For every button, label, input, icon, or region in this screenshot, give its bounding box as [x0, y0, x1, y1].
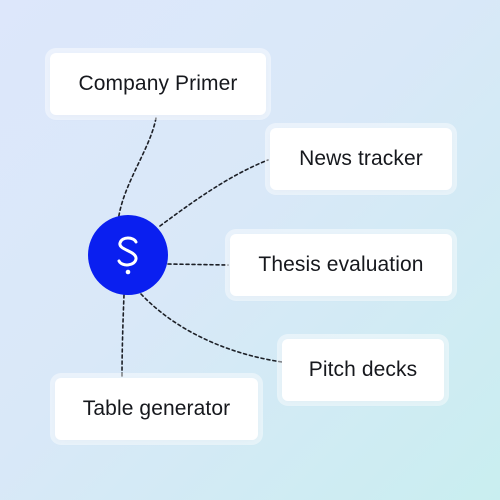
connector-table-generator [121, 294, 125, 377]
node-company-primer[interactable]: Company Primer [50, 53, 266, 115]
node-table-generator[interactable]: Table generator [55, 378, 258, 440]
connector-company-primer [117, 117, 157, 223]
node-label: Pitch decks [308, 358, 418, 381]
connector-thesis-evaluation [167, 263, 229, 266]
s-logo-icon [117, 236, 138, 275]
node-label: News tracker [299, 147, 423, 170]
node-news-tracker[interactable]: News tracker [270, 128, 452, 190]
node-pitch-decks[interactable]: Pitch decks [282, 339, 444, 401]
node-thesis-evaluation[interactable]: Thesis evaluation [230, 234, 452, 296]
node-label: Thesis evaluation [258, 253, 424, 276]
node-label: Company Primer [78, 72, 238, 95]
node-label: Table generator [82, 397, 231, 420]
hub-logo[interactable] [88, 215, 168, 295]
connector-news-tracker [159, 159, 269, 227]
connector-pitch-decks [140, 293, 283, 363]
